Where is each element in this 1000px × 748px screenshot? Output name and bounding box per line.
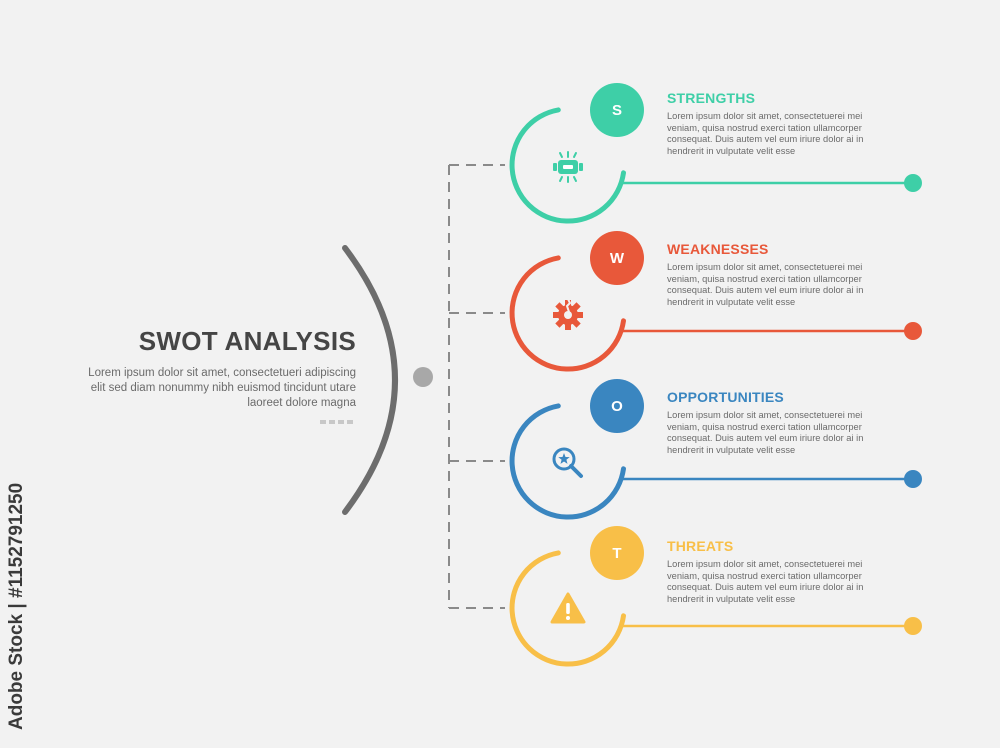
- end-dot-w: [904, 322, 922, 340]
- ring-o: [509, 403, 626, 520]
- swot-items: S W O T: [509, 83, 922, 667]
- warning-triangle-icon: [550, 592, 586, 624]
- page-description: Lorem ipsum dolor sit amet, consectetuer…: [60, 366, 356, 411]
- end-dot-o: [904, 470, 922, 488]
- swot-item-o: O: [509, 379, 922, 520]
- weaknesses-title: WEAKNESSES: [667, 241, 769, 257]
- wrestling-belt-icon: [553, 151, 583, 183]
- swot-item-w: W: [509, 231, 922, 372]
- ring-w: [509, 255, 626, 372]
- swot-item-t: T: [509, 526, 922, 667]
- strengths-title: STRENGTHS: [667, 90, 756, 106]
- opportunities-text: Lorem ipsum dolor sit amet, consectetuer…: [667, 410, 864, 455]
- badge-t: [590, 526, 644, 580]
- star-magnifier-icon: [552, 447, 583, 478]
- dashed-connectors: [448, 164, 505, 609]
- badge-letter-w: W: [610, 250, 625, 267]
- threats-title: THREATS: [667, 538, 734, 554]
- description-line: elit sed diam nonummy nibh euismod tinci…: [90, 382, 356, 394]
- main-bracket-arc: [342, 245, 398, 515]
- page-title: SWOT ANALYSIS: [138, 326, 356, 356]
- main-bracket-node: [413, 367, 433, 387]
- threats-text: Lorem ipsum dolor sit amet, consectetuer…: [667, 559, 864, 604]
- ring-t: [509, 550, 626, 667]
- badge-s: [590, 83, 644, 137]
- description-line: Lorem ipsum dolor sit amet, consectetuer…: [88, 367, 356, 379]
- decorative-dots: [320, 420, 356, 424]
- badge-o: [590, 379, 644, 433]
- broken-gear-icon: [553, 296, 583, 330]
- swot-item-s: S: [509, 83, 922, 224]
- ring-s: [509, 107, 626, 224]
- end-dot-s: [904, 174, 922, 192]
- strengths-text: Lorem ipsum dolor sit amet, consectetuer…: [667, 111, 864, 156]
- watermark: Adobe Stock | #1152791250: [6, 482, 27, 730]
- badge-letter-t: T: [612, 545, 621, 562]
- badge-letter-o: O: [611, 398, 623, 415]
- badge-letter-s: S: [612, 102, 622, 119]
- description-line: laoreet dolore magna: [247, 397, 356, 409]
- weaknesses-text: Lorem ipsum dolor sit amet, consectetuer…: [667, 262, 864, 307]
- badge-w: [590, 231, 644, 285]
- end-dot-t: [904, 617, 922, 635]
- opportunities-title: OPPORTUNITIES: [667, 389, 784, 405]
